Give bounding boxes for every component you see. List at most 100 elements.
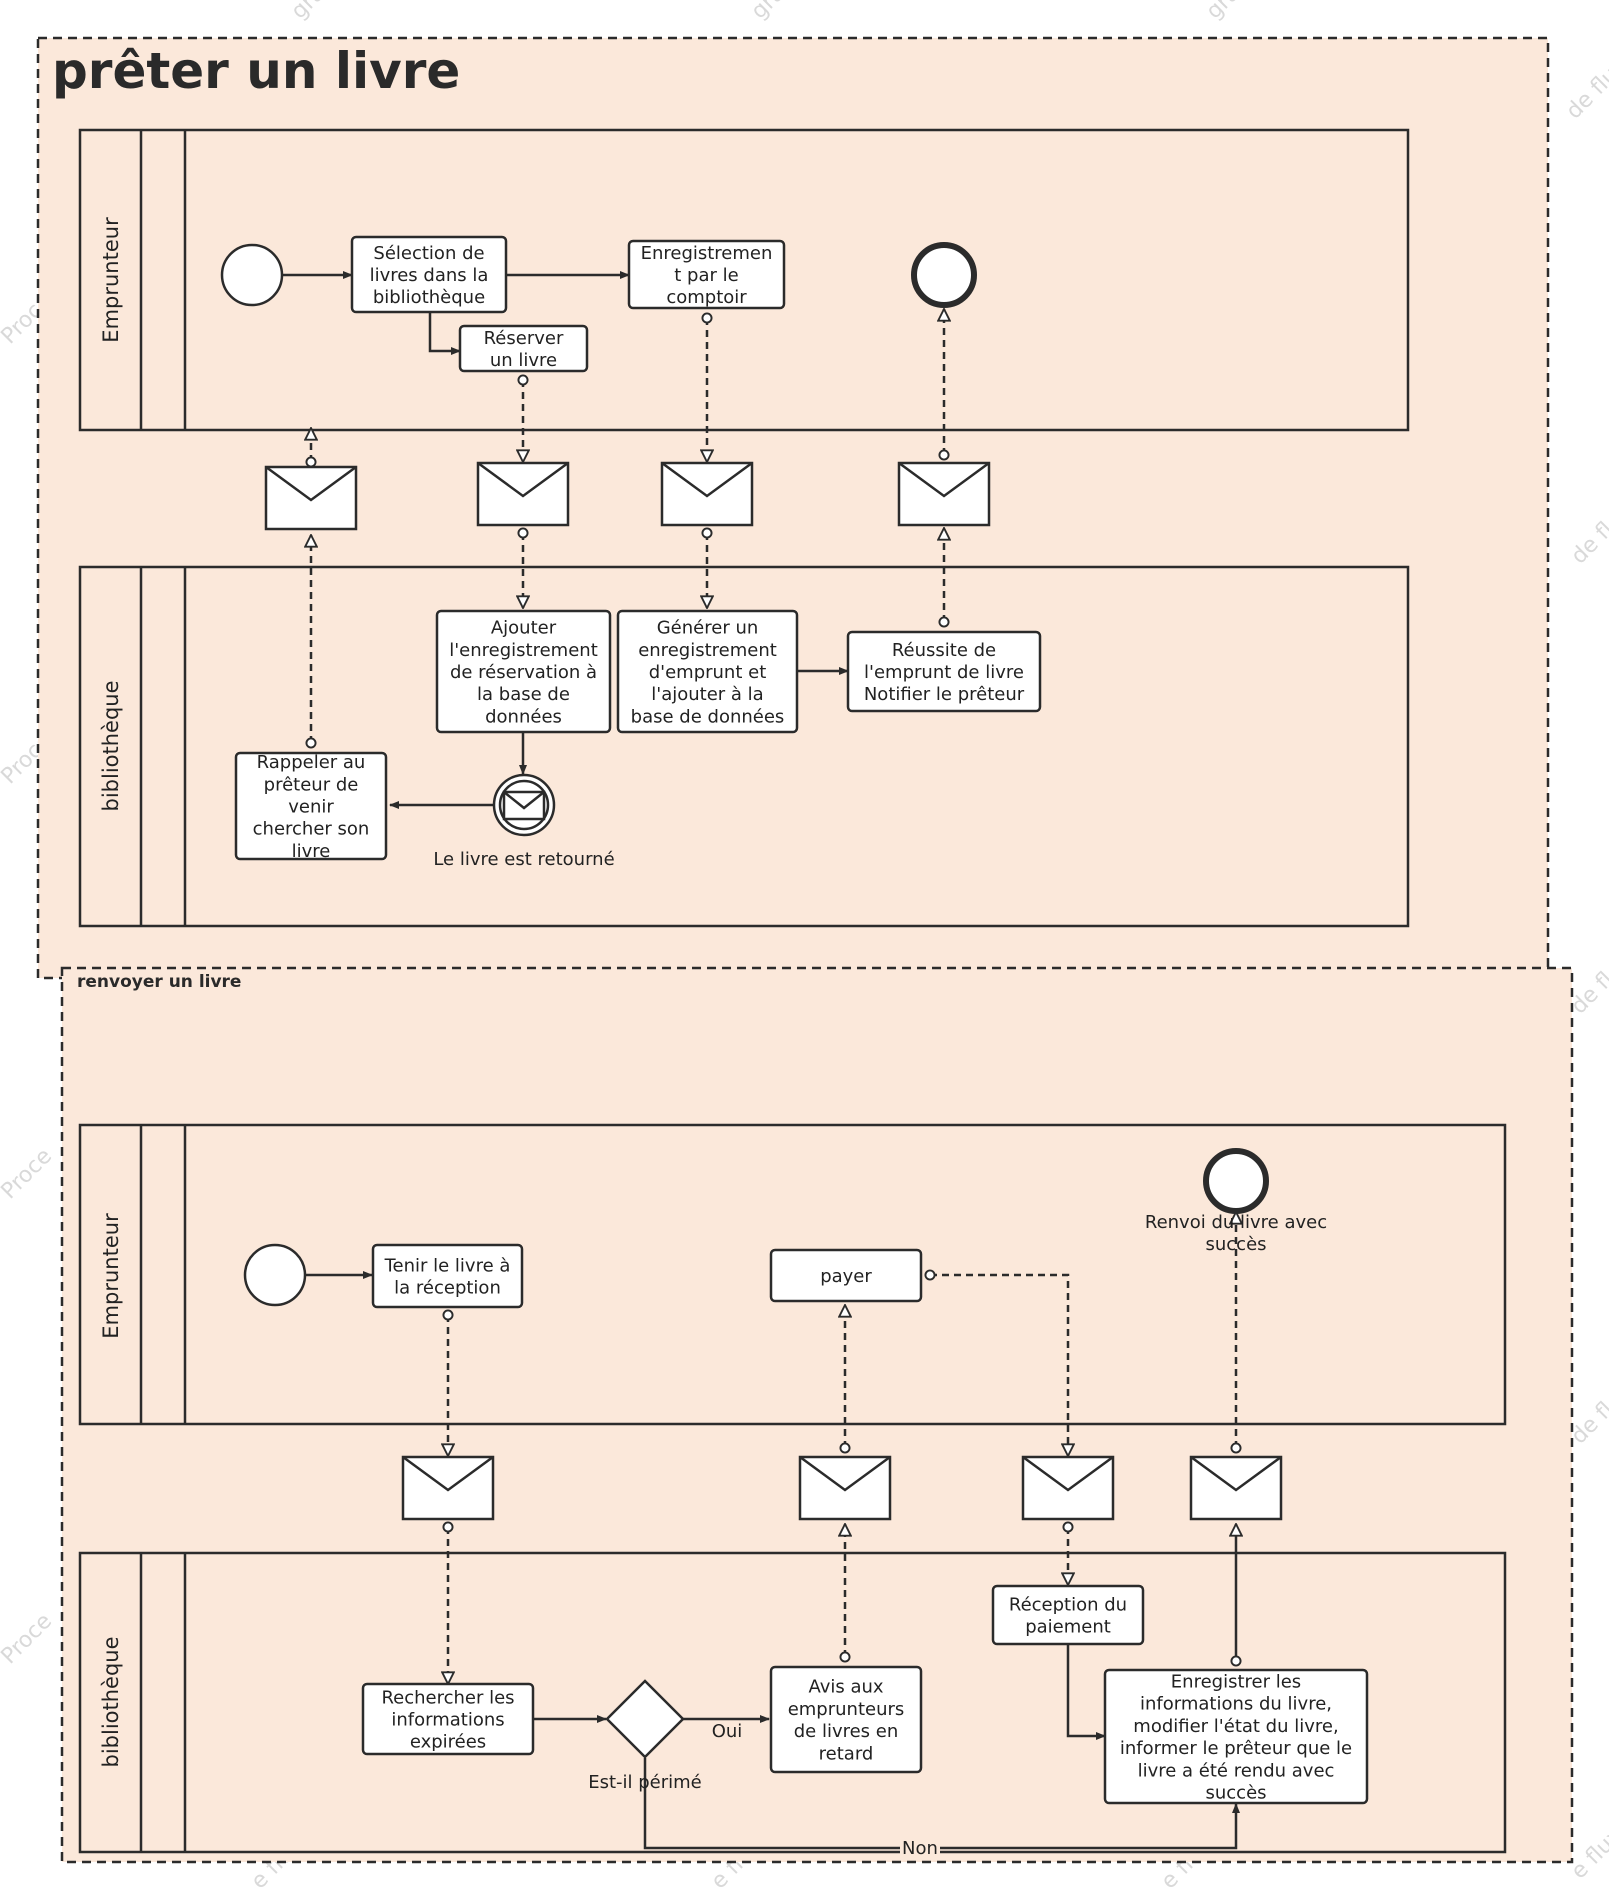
- task-notify-late-label-line: retard: [819, 1743, 874, 1764]
- message-envelopes: [264, 461, 1283, 1521]
- lane-lend-borrower: Emprunteur: [78, 128, 1410, 432]
- gateway-no-label: Non: [902, 1838, 938, 1859]
- task-notify-late-label-line: Avis aux: [808, 1677, 883, 1698]
- task-record-info-label-line: modifier l'état du livre,: [1133, 1716, 1338, 1737]
- watermark-text: de fl: [1567, 517, 1609, 569]
- task-reserve-book-label-line: Réserver: [484, 328, 564, 349]
- task-remind-lender-label-line: venir: [288, 796, 334, 817]
- gateway-is-expired: [605, 1679, 685, 1759]
- task-pay: payer: [769, 1248, 923, 1303]
- task-record-info-label-line: informations du livre,: [1140, 1694, 1332, 1715]
- start-event-lend: [220, 243, 284, 307]
- pool-return-title: renvoyer un livre: [77, 972, 241, 992]
- task-generate-loan-label-line: base de données: [631, 706, 785, 727]
- end-event-lend: [911, 242, 977, 308]
- message-envelope-icon: [476, 461, 570, 527]
- task-hold-book-label-line: la réception: [394, 1278, 501, 1299]
- lane-return-library: bibliothèque: [78, 1551, 1507, 1854]
- lane-return-borrower-label: Emprunteur: [99, 1213, 123, 1339]
- watermark-text: de flux: [1562, 53, 1609, 124]
- task-loan-success-label-line: Notifier le prêteur: [864, 684, 1025, 705]
- task-generate-loan-label-line: Générer un: [657, 618, 759, 639]
- gateway-yes-label: Oui: [712, 1721, 743, 1742]
- envelope-icon: [502, 790, 546, 821]
- task-record-info-label-line: succès: [1205, 1782, 1266, 1803]
- task-select-books-label-line: bibliothèque: [373, 287, 485, 308]
- lane-lend-library-label: bibliothèque: [99, 680, 123, 811]
- flows: [283, 271, 1236, 1850]
- task-receive-payment-label-line: Réception du: [1009, 1594, 1127, 1615]
- task-remind-lender-label-line: prêteur de: [264, 774, 359, 795]
- events: [220, 242, 1269, 1307]
- task-generate-loan-label-line: d'emprunt et: [649, 662, 767, 683]
- return-success-label-line: Renvoi du livre avec: [1145, 1212, 1327, 1233]
- message-envelope-icon: [1021, 1455, 1115, 1521]
- task-search-expired-label-line: expirées: [410, 1732, 486, 1753]
- message-envelope-icon: [401, 1455, 495, 1521]
- task-notify-late-label-line: emprunteurs: [788, 1699, 905, 1720]
- gateway-label: Est-il périmé: [588, 1772, 702, 1793]
- message-envelope-icon: [1189, 1455, 1283, 1521]
- task-record-info-label-line: informer le prêteur que le: [1120, 1738, 1352, 1759]
- task-add-reservation-label-line: données: [485, 706, 562, 727]
- task-reserve-book-label-line: un livre: [490, 350, 557, 371]
- task-notify-late-label-line: de livres en: [794, 1721, 899, 1742]
- task-remind-lender-label-line: chercher son: [253, 819, 370, 840]
- task-loan-success-label-line: Réussite de: [892, 640, 996, 661]
- task-add-reservation-label-line: de réservation à: [450, 662, 597, 683]
- task-register-counter-label-line: t par le: [674, 265, 738, 286]
- message-envelope-icon: [897, 461, 991, 527]
- task-register-counter-label-line: Enregistremen: [641, 243, 773, 264]
- task-select-books-label-line: Sélection de: [373, 243, 484, 264]
- task-add-reservation-label-line: Ajouter: [491, 618, 557, 639]
- book-returned-event: [492, 773, 556, 837]
- non-label-bg: [900, 1838, 940, 1858]
- pool-lend-title: prêter un livre: [52, 42, 460, 100]
- watermark-text: Proce: [0, 1144, 57, 1204]
- task-remind-lender-label-line: livre: [292, 841, 331, 862]
- task-loan-success-label-line: l'emprunt de livre: [864, 662, 1024, 683]
- task-add-reservation-label-line: l'enregistrement: [449, 640, 598, 661]
- lane-lend-borrower-label: Emprunteur: [99, 217, 123, 343]
- task-pay-label-line: payer: [820, 1266, 872, 1287]
- task-search-expired-label-line: informations: [391, 1709, 504, 1730]
- book-returned-label: Le livre est retourné: [433, 849, 614, 870]
- task-hold-book-label-line: Tenir le livre à: [384, 1255, 511, 1276]
- end-event-return: [1203, 1148, 1269, 1214]
- lane-return-borrower: Emprunteur: [78, 1123, 1507, 1426]
- task-remind-lender-label-line: Rappeler au: [257, 752, 366, 773]
- lane-lend-library: bibliothèque: [78, 565, 1410, 928]
- task-record-info-label-line: Enregistrer les: [1171, 1671, 1301, 1692]
- message-envelope-icon: [798, 1455, 892, 1521]
- watermark-text: gratuit: [287, 0, 357, 24]
- task-record-info-label-line: livre a été rendu avec: [1138, 1760, 1335, 1781]
- watermark-text: gratuit: [747, 0, 817, 24]
- watermark-text: Proce: [0, 1609, 57, 1669]
- task-generate-loan-label-line: l'ajouter à la: [651, 684, 763, 705]
- task-search-expired-label-line: Rechercher les: [381, 1687, 514, 1708]
